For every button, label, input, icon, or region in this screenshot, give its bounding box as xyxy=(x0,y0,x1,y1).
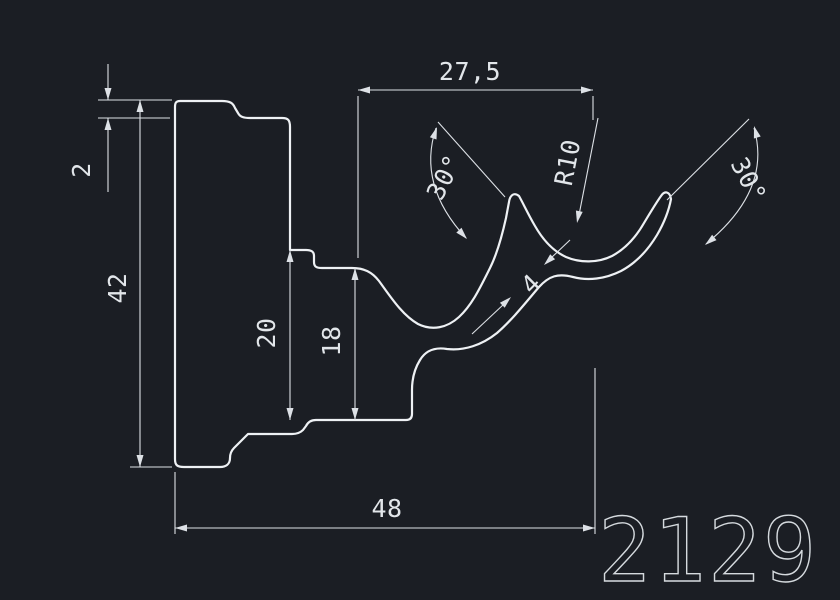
arrowhead xyxy=(429,127,437,140)
dimension-inner-height-20: 20 xyxy=(252,250,294,420)
arrowhead xyxy=(286,250,294,262)
arrowhead xyxy=(351,268,359,280)
angle-extension-line xyxy=(666,118,750,201)
arrowhead xyxy=(456,227,467,239)
dimension-arm-thickness: 4 xyxy=(471,239,571,335)
dimension-angle-left: 30° xyxy=(421,121,506,239)
arrowhead xyxy=(351,408,359,420)
arrowhead xyxy=(705,234,717,245)
dim-angle-right-label: 30° xyxy=(725,153,773,208)
dim-20-label: 20 xyxy=(252,317,281,348)
dimension-inner-height-18: 18 xyxy=(317,268,359,420)
dim-radius-label: R10 xyxy=(549,137,586,188)
profile-outline xyxy=(173,99,673,469)
arrowhead xyxy=(499,297,511,308)
arrowhead xyxy=(175,524,187,532)
arrowhead xyxy=(136,100,144,112)
arrowhead xyxy=(136,455,144,467)
dim-total-width-label: 48 xyxy=(371,494,402,523)
arrowhead xyxy=(286,408,294,420)
dimension-total-width: 48 xyxy=(174,368,596,534)
dimension-total-height: 42 xyxy=(103,100,172,468)
dimension-fork-radius: R10 xyxy=(549,117,599,223)
angle-arc xyxy=(705,127,759,245)
dim-top-width-label: 27,5 xyxy=(439,57,501,86)
arrowhead xyxy=(104,118,112,130)
dim-step-height-label: 2 xyxy=(67,162,96,178)
leader-line xyxy=(549,239,571,260)
angle-extension-line xyxy=(437,121,506,198)
arrowhead xyxy=(575,210,583,223)
dimension-angle-right: 30° xyxy=(666,118,773,245)
dim-18-label: 18 xyxy=(317,325,346,356)
dimension-top-width: 27,5 xyxy=(357,57,594,258)
arrowhead xyxy=(104,88,112,100)
arrowhead xyxy=(358,86,370,94)
arrowhead xyxy=(581,86,593,94)
dimension-step-height: 2 xyxy=(67,64,172,192)
arrowhead xyxy=(544,254,556,265)
dim-total-height-label: 42 xyxy=(103,272,132,303)
dim-angle-left-label: 30° xyxy=(421,150,468,205)
part-number-label: 2129 xyxy=(598,499,818,600)
leader-line xyxy=(578,117,599,216)
arrowhead xyxy=(583,524,595,532)
leader-line xyxy=(471,303,505,335)
angle-arc xyxy=(430,127,467,239)
arrowhead xyxy=(753,126,761,139)
